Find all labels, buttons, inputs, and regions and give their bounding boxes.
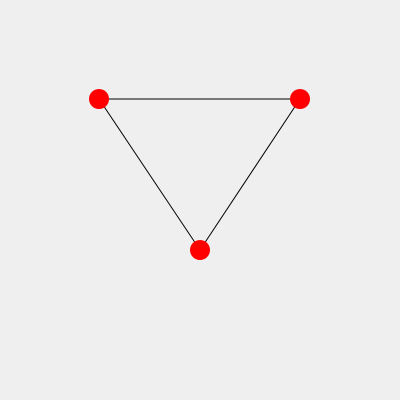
edge-b-c <box>199 98 301 251</box>
edge-c-a <box>98 98 201 251</box>
node-c[interactable] <box>190 240 210 260</box>
node-a[interactable] <box>89 89 109 109</box>
edges-layer <box>98 98 301 251</box>
nodes-layer <box>89 89 310 260</box>
node-b[interactable] <box>290 89 310 109</box>
